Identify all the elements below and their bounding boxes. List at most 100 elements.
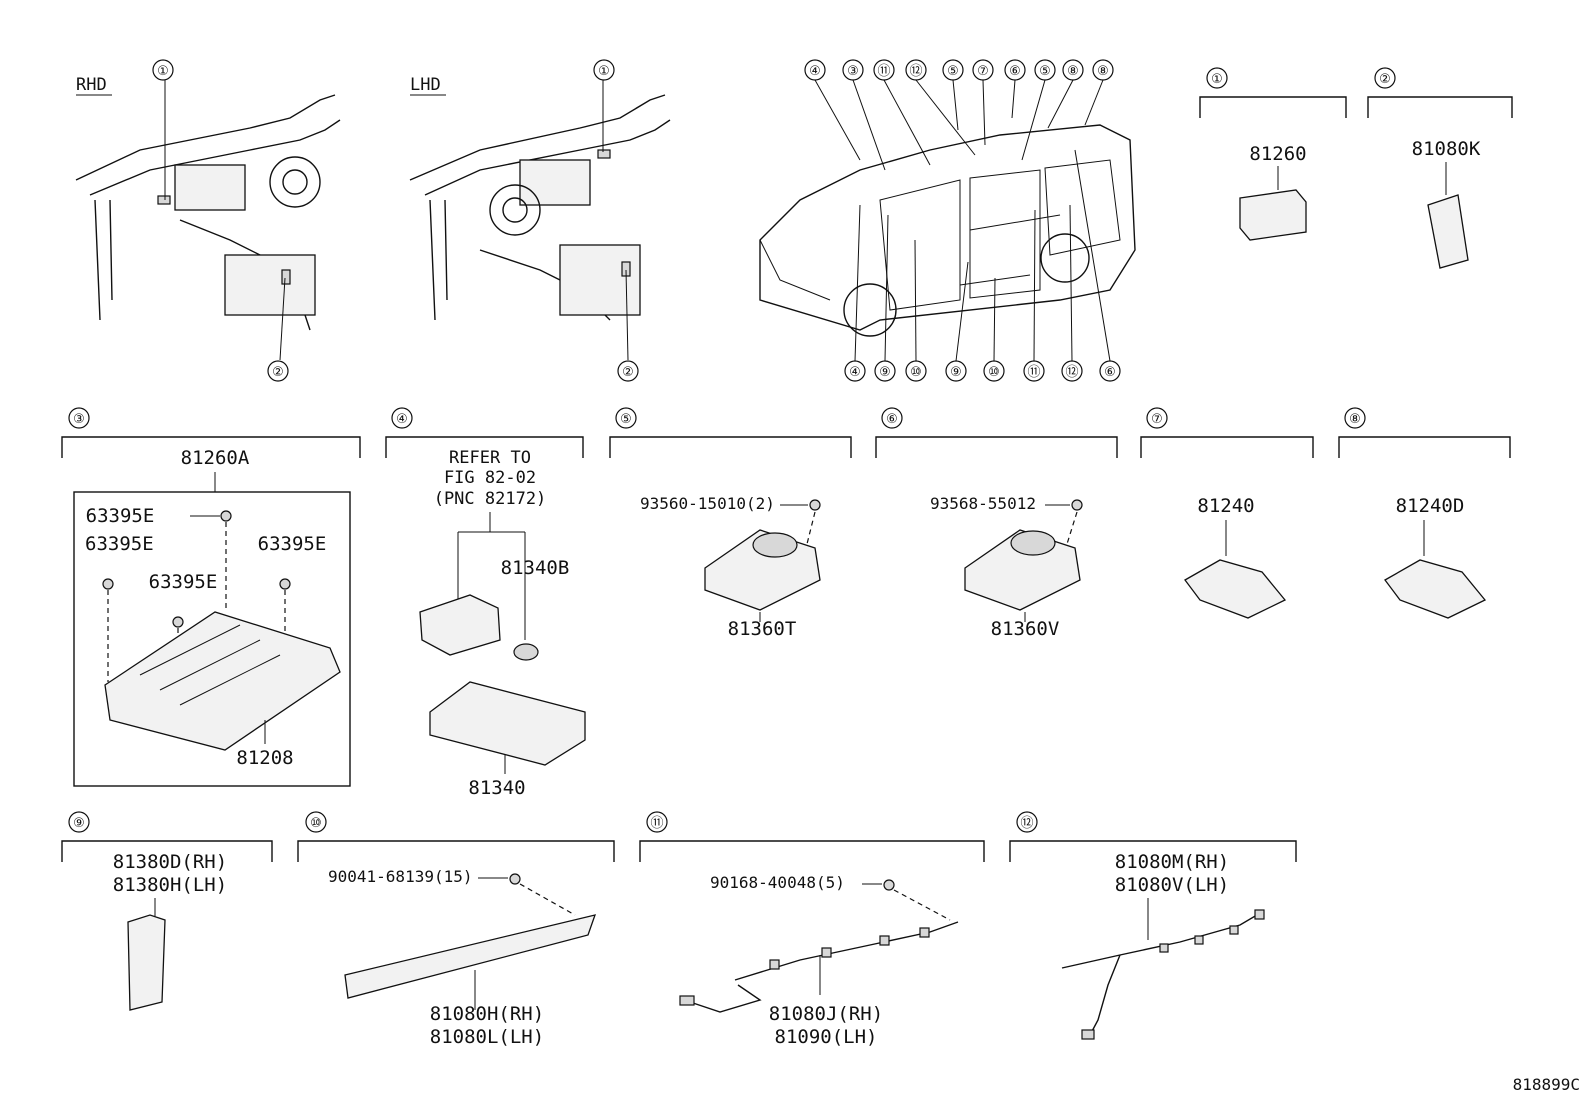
- bulb-81340B: [513, 643, 539, 661]
- callout-rhd-1: [152, 59, 174, 81]
- van-top-callout-2: [873, 59, 895, 81]
- van-top-leader-0: [814, 79, 861, 161]
- van-top-callout-label-5: ⑦: [977, 64, 989, 79]
- group-10: ⑩ 90041-68139(15) 81080H(RH) 81080L(LH): [297, 811, 615, 1048]
- svg-text:②: ②: [1379, 72, 1391, 87]
- van-top-leader-1: [852, 79, 886, 171]
- van-bottom-leader-4: [993, 277, 996, 362]
- part-93560-15010: 93560-15010(2): [640, 494, 775, 513]
- callout-rhd-2: [267, 360, 289, 382]
- van-top-callout-label-7: ⑤: [1039, 64, 1051, 79]
- part-63395E-d: 63395E: [149, 571, 218, 593]
- van-top-callout-label-6: ⑥: [1009, 64, 1021, 79]
- lhd-instrument-panel: [519, 159, 591, 206]
- map-lamp-81208: [104, 611, 341, 751]
- svg-text:③: ③: [73, 412, 85, 427]
- part-81080J: 81080J(RH): [769, 1003, 883, 1025]
- group-11: ⑪ 90168-40048(5) 81080J(RH) 81090(LH): [639, 811, 985, 1048]
- part-81080L: 81080L(LH): [430, 1026, 544, 1048]
- van-bottom-callout-5: [1023, 360, 1045, 382]
- van-top-callout-9: [1092, 59, 1114, 81]
- part-81080H: 81080H(RH): [430, 1003, 544, 1025]
- svg-text:⑨: ⑨: [73, 816, 85, 831]
- part-90041-68139: 90041-68139(15): [328, 867, 473, 886]
- van-bottom-callout-label-0: ④: [849, 365, 861, 380]
- van-bottom-leader-2: [914, 239, 917, 362]
- part-81260: 81260: [1249, 143, 1306, 165]
- van-front-wheel: [843, 283, 897, 337]
- van-top-leader-2: [883, 79, 931, 166]
- svg-text:⑫: ⑫: [1020, 816, 1033, 831]
- part-81240D: 81240D: [1396, 495, 1465, 517]
- lhd-label: LHD: [410, 75, 441, 95]
- van-top-callout-label-9: ⑧: [1097, 64, 1109, 79]
- van-top-callout-label-1: ③: [847, 64, 859, 79]
- rhd-label: RHD: [76, 75, 107, 95]
- part-81260A: 81260A: [181, 447, 250, 469]
- socket-harness: [419, 594, 501, 656]
- part-63395E-b: 63395E: [85, 533, 154, 555]
- van-top-leader-6: [1011, 79, 1016, 119]
- svg-text:①: ①: [1211, 72, 1223, 87]
- van-top-callout-3: [905, 59, 927, 81]
- part-81360V: 81360V: [991, 618, 1060, 640]
- van-bottom-leader-1: [884, 214, 889, 362]
- van-bottom-callout-4: [983, 360, 1005, 382]
- rhd-view: RHD ① ②: [75, 59, 341, 382]
- van-bottom-callout-6: [1061, 360, 1083, 382]
- group-6: ⑥ 93568-55012 81360V: [875, 407, 1118, 640]
- group-9: ⑨ 81380D(RH) 81380H(LH): [61, 811, 273, 1011]
- part-93568-55012: 93568-55012: [930, 494, 1036, 513]
- svg-text:②: ②: [272, 365, 284, 380]
- svg-text:⑤: ⑤: [620, 412, 632, 427]
- lamp-81240D: [1384, 559, 1487, 619]
- part-81360T: 81360T: [728, 618, 797, 640]
- van-bottom-callout-label-4: ⑩: [988, 365, 1000, 380]
- group-4: ④ REFER TO FIG 82-02 (PNC 82172) 81340B …: [385, 407, 586, 799]
- rhd-console: [224, 254, 316, 316]
- group-8: ⑧ 81240D: [1338, 407, 1511, 619]
- refer-note-line3: (PNC 82172): [434, 489, 547, 509]
- van-top-callout-6: [1004, 59, 1026, 81]
- svg-text:⑩: ⑩: [310, 816, 322, 831]
- svg-text:①: ①: [598, 64, 610, 79]
- van-top-callout-5: [972, 59, 994, 81]
- lhd-view: LHD ① ②: [409, 59, 671, 382]
- part-90168-40048: 90168-40048(5): [710, 873, 845, 892]
- group-12: ⑫ 81080M(RH) 81080V(LH): [1009, 811, 1297, 1040]
- switch-81260: [1239, 189, 1307, 241]
- van-top-leader-3: [915, 79, 976, 156]
- van-rear-wheel: [1040, 233, 1090, 283]
- lamp-81340: [429, 681, 586, 766]
- rhd-steering-wheel: [269, 156, 321, 208]
- svg-text:⑥: ⑥: [886, 412, 898, 427]
- van-top-leader-9: [1084, 79, 1104, 126]
- garnish-81080H: [344, 914, 597, 999]
- part-81080M: 81080M(RH): [1115, 851, 1229, 873]
- rhd-instrument-panel: [174, 164, 246, 211]
- van-bottom-callout-0: [844, 360, 866, 382]
- van-bottom-leader-3: [955, 261, 969, 362]
- van-bottom-callout-3: [945, 360, 967, 382]
- van-bottom-callout-label-6: ⑫: [1065, 365, 1078, 380]
- lamp-81380: [127, 914, 166, 1011]
- van-top-callout-label-2: ⑪: [877, 64, 890, 79]
- part-81340B: 81340B: [501, 557, 570, 579]
- van-top-callout-4: [942, 59, 964, 81]
- van-bottom-callout-7: [1099, 360, 1121, 382]
- svg-text:①: ①: [157, 64, 169, 79]
- part-81080K: 81080K: [1412, 138, 1481, 160]
- van-top-callout-7: [1034, 59, 1056, 81]
- van-bottom-callout-label-3: ⑨: [950, 365, 962, 380]
- lhd-console: [559, 244, 641, 316]
- van-bottom-callout-label-5: ⑪: [1027, 365, 1040, 380]
- part-81380H: 81380H(LH): [113, 874, 227, 896]
- svg-text:⑪: ⑪: [650, 816, 663, 831]
- van-top-callout-label-3: ⑫: [909, 64, 922, 79]
- part-63395E-a: 63395E: [86, 505, 155, 527]
- lamp-81240: [1184, 559, 1287, 619]
- part-63395E-c: 63395E: [258, 533, 327, 555]
- van-bottom-leader-6: [1069, 204, 1073, 362]
- van-top-callout-label-0: ④: [809, 64, 821, 79]
